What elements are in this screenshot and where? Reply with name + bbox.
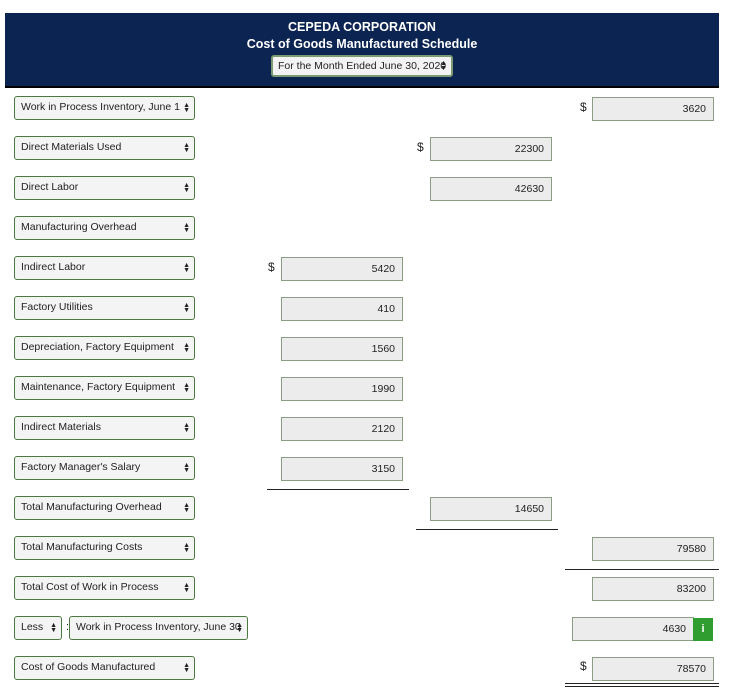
select-arrows-icon: ▲▼: [183, 542, 190, 554]
factory-utilities-label: Factory Utilities: [21, 301, 93, 313]
indirect-materials-label: Indirect Materials: [21, 421, 101, 433]
wip-end-select[interactable]: Work in Process Inventory, June 30 ▲▼: [69, 616, 248, 640]
depreciation-select[interactable]: Depreciation, Factory Equipment ▲▼: [14, 336, 195, 360]
select-arrows-icon: ▲▼: [440, 60, 447, 72]
total-wip-input[interactable]: 83200: [592, 577, 714, 601]
double-rule-bottom: [565, 686, 719, 687]
indirect-labor-select[interactable]: Indirect Labor ▲▼: [14, 256, 195, 280]
less-label: Less: [21, 621, 44, 633]
select-arrows-icon: ▲▼: [183, 102, 190, 114]
maintenance-select[interactable]: Maintenance, Factory Equipment ▲▼: [14, 376, 195, 400]
total-wip-select[interactable]: Total Cost of Work in Process ▲▼: [14, 576, 195, 600]
subtotal-rule: [416, 529, 558, 530]
total-overhead-input[interactable]: 14650: [430, 497, 552, 521]
select-arrows-icon: ▲▼: [236, 622, 243, 634]
manager-salary-label: Factory Manager's Salary: [21, 461, 141, 473]
direct-labor-label: Direct Labor: [21, 181, 79, 193]
total-mfg-costs-select[interactable]: Total Manufacturing Costs ▲▼: [14, 536, 195, 560]
select-arrows-icon: ▲▼: [183, 222, 190, 234]
select-arrows-icon: ▲▼: [183, 422, 190, 434]
manager-salary-input[interactable]: 3150: [281, 457, 403, 481]
total-overhead-label: Total Manufacturing Overhead: [21, 501, 162, 513]
maintenance-label: Maintenance, Factory Equipment: [21, 381, 176, 393]
indirect-labor-input[interactable]: 5420: [281, 257, 403, 281]
info-icon[interactable]: i: [693, 618, 713, 641]
dollar-sign: $: [580, 659, 587, 673]
subtotal-rule: [565, 569, 719, 570]
statement-header: CEPEDA CORPORATION Cost of Goods Manufac…: [5, 13, 719, 88]
dollar-sign: $: [417, 140, 424, 154]
dollar-sign: $: [268, 260, 275, 274]
select-arrows-icon: ▲▼: [183, 462, 190, 474]
select-arrows-icon: ▲▼: [183, 302, 190, 314]
factory-utilities-input[interactable]: 410: [281, 297, 403, 321]
wip-end-input[interactable]: 4630: [572, 617, 694, 641]
direct-materials-label: Direct Materials Used: [21, 141, 122, 153]
depreciation-input[interactable]: 1560: [281, 337, 403, 361]
factory-utilities-select[interactable]: Factory Utilities ▲▼: [14, 296, 195, 320]
mfg-overhead-select[interactable]: Manufacturing Overhead ▲▼: [14, 216, 195, 240]
total-overhead-select[interactable]: Total Manufacturing Overhead ▲▼: [14, 496, 195, 520]
select-arrows-icon: ▲▼: [183, 182, 190, 194]
select-arrows-icon: ▲▼: [183, 502, 190, 514]
indirect-materials-select[interactable]: Indirect Materials ▲▼: [14, 416, 195, 440]
select-arrows-icon: ▲▼: [183, 662, 190, 674]
direct-labor-input[interactable]: 42630: [430, 177, 552, 201]
select-arrows-icon: ▲▼: [50, 622, 57, 634]
select-arrows-icon: ▲▼: [183, 582, 190, 594]
depreciation-label: Depreciation, Factory Equipment: [21, 341, 174, 353]
select-arrows-icon: ▲▼: [183, 382, 190, 394]
cogm-label: Cost of Goods Manufactured: [21, 661, 156, 673]
less-select[interactable]: Less ▲▼: [14, 616, 62, 640]
total-mfg-costs-label: Total Manufacturing Costs: [21, 541, 143, 553]
colon-separator: :: [66, 621, 70, 633]
direct-materials-select[interactable]: Direct Materials Used ▲▼: [14, 136, 195, 160]
double-rule-top: [565, 683, 719, 684]
indirect-labor-label: Indirect Labor: [21, 261, 86, 273]
indirect-materials-input[interactable]: 2120: [281, 417, 403, 441]
select-arrows-icon: ▲▼: [183, 262, 190, 274]
wip-end-label: Work in Process Inventory, June 30: [76, 621, 241, 633]
subtotal-rule: [267, 489, 409, 490]
statement-title: Cost of Goods Manufactured Schedule: [246, 37, 478, 51]
select-arrows-icon: ▲▼: [183, 142, 190, 154]
dollar-sign: $: [580, 100, 587, 114]
wip-begin-input[interactable]: 3620: [592, 97, 714, 121]
period-select[interactable]: For the Month Ended June 30, 2020 ▲▼: [271, 55, 453, 77]
cogm-select[interactable]: Cost of Goods Manufactured ▲▼: [14, 656, 195, 680]
total-wip-label: Total Cost of Work in Process: [21, 581, 159, 593]
total-mfg-costs-input[interactable]: 79580: [592, 537, 714, 561]
mfg-overhead-label: Manufacturing Overhead: [21, 221, 137, 233]
maintenance-input[interactable]: 1990: [281, 377, 403, 401]
period-label: For the Month Ended June 30, 2020: [278, 60, 447, 72]
direct-labor-select[interactable]: Direct Labor ▲▼: [14, 176, 195, 200]
direct-materials-input[interactable]: 22300: [430, 137, 552, 161]
company-name: CEPEDA CORPORATION: [288, 20, 436, 34]
select-arrows-icon: ▲▼: [183, 342, 190, 354]
cogm-input[interactable]: 78570: [592, 657, 714, 681]
manager-salary-select[interactable]: Factory Manager's Salary ▲▼: [14, 456, 195, 480]
wip-begin-select[interactable]: Work in Process Inventory, June 1 ▲▼: [14, 96, 195, 120]
wip-begin-label: Work in Process Inventory, June 1: [21, 101, 180, 113]
